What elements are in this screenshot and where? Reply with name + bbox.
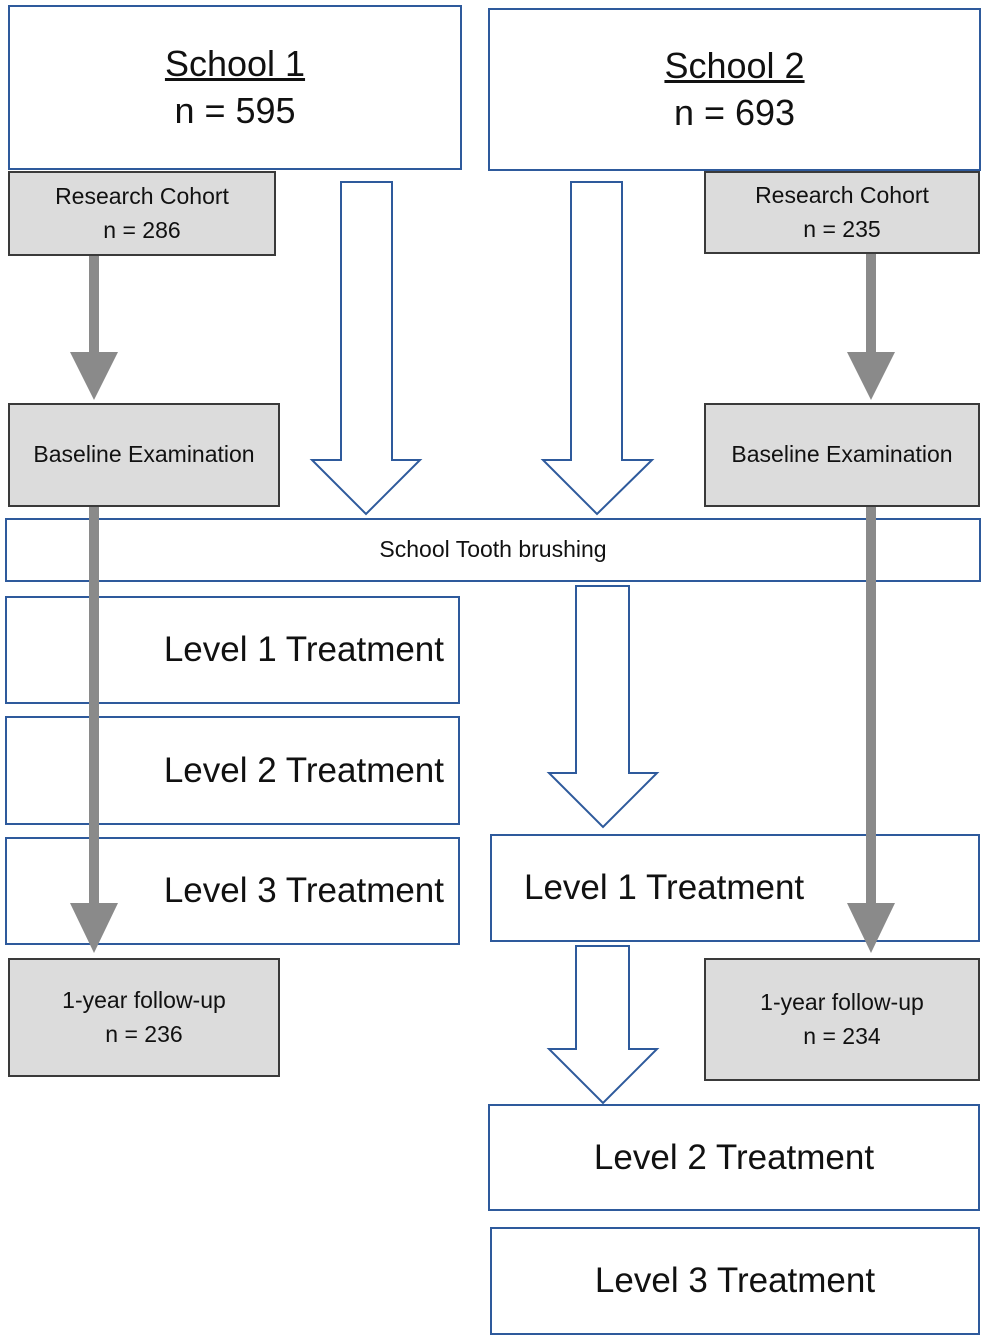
hollow-arrow-level1-to-level2	[546, 945, 660, 1105]
follow-up-1-box: 1-year follow-up n = 236	[8, 958, 280, 1077]
school-1-level-1-box: Level 1 Treatment	[5, 596, 460, 704]
follow-up-1-count: n = 236	[105, 1020, 183, 1047]
school-1-level-1-label: Level 1 Treatment	[163, 630, 444, 669]
follow-up-2-box: 1-year follow-up n = 234	[704, 958, 980, 1081]
baseline-examination-2-label: Baseline Examination	[731, 441, 953, 468]
hollow-arrow-brushing-to-level1	[546, 585, 660, 829]
school-tooth-brushing-box: School Tooth brushing	[5, 518, 981, 582]
research-cohort-2-box: Research Cohort n = 235	[704, 171, 980, 254]
school-2-box: School 2 n = 693	[488, 8, 981, 171]
school-2-level-1-label: Level 1 Treatment	[524, 868, 805, 907]
research-cohort-2-count: n = 235	[803, 215, 881, 242]
research-cohort-1-label: Research Cohort	[55, 183, 229, 210]
school-1-level-2-box: Level 2 Treatment	[5, 716, 460, 825]
school-2-level-3-label: Level 3 Treatment	[594, 1261, 876, 1300]
research-cohort-1-count: n = 286	[103, 216, 181, 243]
baseline-examination-1-box: Baseline Examination	[8, 403, 280, 507]
school-2-level-2-box: Level 2 Treatment	[488, 1104, 980, 1211]
follow-up-2-label: 1-year follow-up	[760, 989, 924, 1016]
school-1-level-3-box: Level 3 Treatment	[5, 837, 460, 945]
research-cohort-1-box: Research Cohort n = 286	[8, 171, 276, 256]
hollow-arrow-school2-to-brushing	[540, 181, 655, 516]
school-2-level-3-box: Level 3 Treatment	[490, 1227, 980, 1335]
school-2-title: School 2	[664, 44, 805, 86]
school-1-title: School 1	[164, 42, 306, 84]
baseline-examination-1-label: Baseline Examination	[33, 441, 255, 468]
baseline-examination-2-box: Baseline Examination	[704, 403, 980, 507]
hollow-arrow-school1-to-brushing	[309, 181, 423, 516]
follow-up-2-count: n = 234	[803, 1022, 881, 1049]
follow-up-1-label: 1-year follow-up	[62, 987, 226, 1014]
school-1-level-3-label: Level 3 Treatment	[163, 871, 444, 910]
school-1-level-2-label: Level 2 Treatment	[163, 750, 444, 790]
school-1-box: School 1 n = 595	[8, 5, 462, 170]
school-2-count: n = 693	[673, 91, 796, 133]
school-1-count: n = 595	[174, 89, 296, 131]
research-cohort-2-label: Research Cohort	[755, 182, 929, 209]
school-2-level-1-box: Level 1 Treatment	[490, 834, 980, 942]
school-tooth-brushing-label: School Tooth brushing	[379, 536, 607, 563]
school-2-level-2-label: Level 2 Treatment	[593, 1137, 875, 1177]
